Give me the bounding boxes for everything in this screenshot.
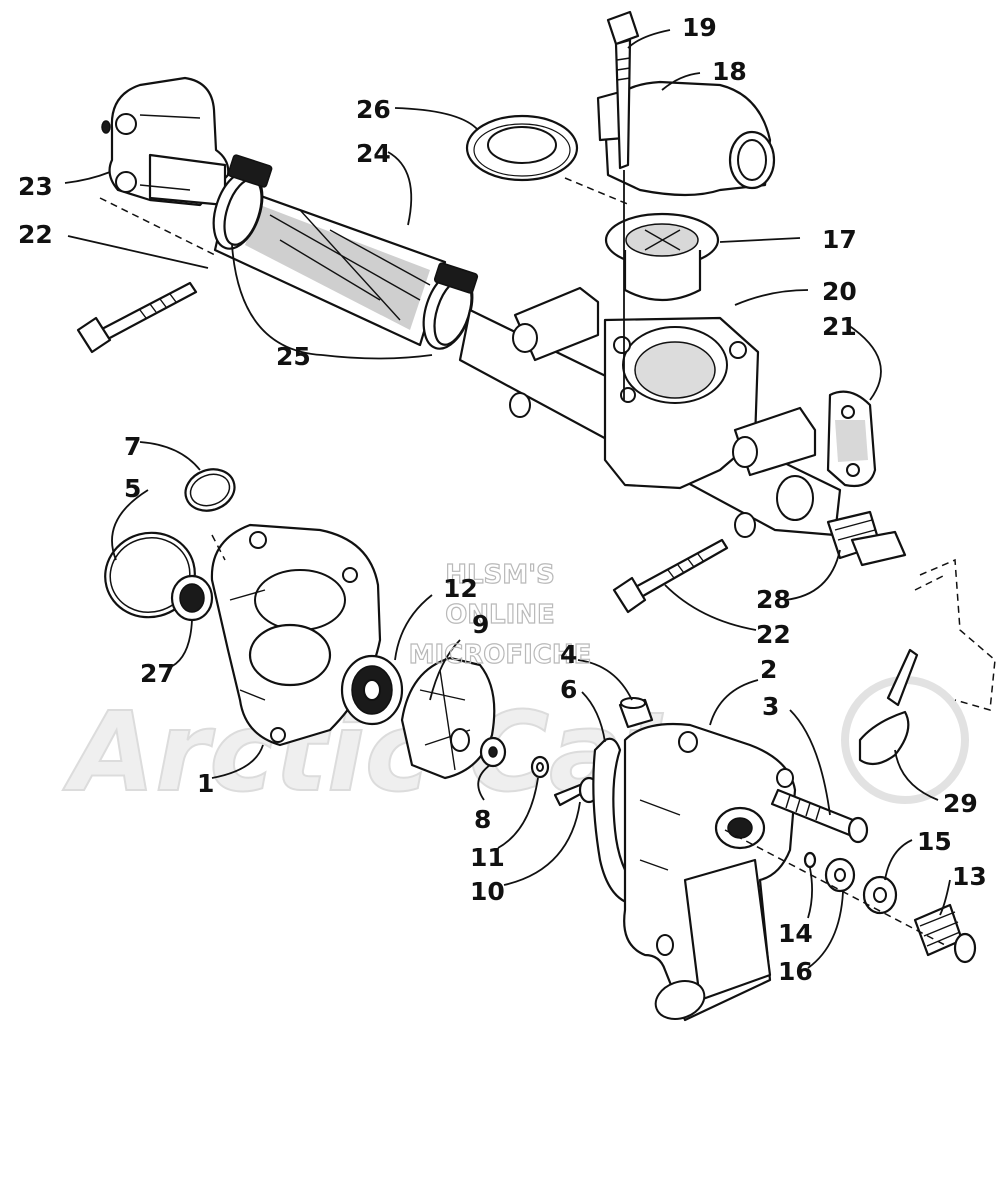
part-29-cable-tie [858,648,919,766]
watermark-line-2: ONLINE [445,600,555,630]
part-24-hose [213,183,447,347]
part-27-seal [170,574,214,622]
callout-18: 18 [712,57,747,86]
part-17-thermostat [604,212,720,302]
callout-3: 3 [762,692,779,721]
part-9-impeller [400,656,496,780]
callout-11: 11 [470,843,505,872]
part-4-dowel [618,697,654,729]
callout-2: 2 [760,655,777,684]
leader-lines [64,29,951,969]
part-15-washer [862,875,898,915]
part-21-gasket [826,390,877,488]
part-22-bolt-upper [76,281,198,354]
part-12-seal [340,654,404,726]
watermark-line-1: HLSM'S [445,560,555,590]
callout-13: 13 [952,862,987,891]
callout-labels: 19 18 26 24 23 22 25 17 20 21 7 5 27 1 1… [18,13,987,986]
part-8-washer [479,736,507,768]
part-23-elbow-fitting [101,76,230,207]
callout-6: 6 [560,675,577,704]
watermark-text: HLSM'S ONLINE MICROFICHE [408,559,592,670]
callout-10: 10 [470,877,505,906]
part-16-washer [824,857,856,893]
callout-24: 24 [356,139,391,168]
callout-22-middle: 22 [756,620,791,649]
part-3-bolt [770,788,869,844]
part-28-fitting [826,510,907,567]
callout-28: 28 [756,585,791,614]
hose-outline-dashed [914,558,996,711]
part-2-pump-cover [623,722,797,1022]
part-26-seal [465,114,579,182]
part-22-bolt-middle [612,538,729,614]
callout-1: 1 [197,769,214,798]
callout-16: 16 [778,957,813,986]
part-19-bolt [606,10,640,400]
callout-22-upper: 22 [18,220,53,249]
centre-lines-dashed [99,177,946,946]
part-7-oring [184,468,236,512]
callout-14: 14 [778,919,813,948]
callout-29: 29 [943,789,978,818]
part-14-washer [803,851,817,869]
callout-12: 12 [443,574,478,603]
callout-27: 27 [140,659,175,688]
callout-5: 5 [124,474,141,503]
part-1-pump-housing [210,523,382,747]
part-13-plug [913,903,977,964]
callout-17: 17 [822,225,857,254]
callout-20: 20 [822,277,857,306]
callout-4: 4 [560,640,577,669]
callout-23: 23 [18,172,53,201]
callout-21: 21 [822,312,857,341]
callout-9: 9 [472,610,489,639]
part-20-water-manifold [458,286,842,538]
callout-15: 15 [917,827,952,856]
callout-19: 19 [682,13,717,42]
part-18-outlet-elbow [596,80,776,197]
callout-8: 8 [474,805,491,834]
part-11-washer [530,755,550,779]
callout-25: 25 [276,342,311,371]
callout-7: 7 [124,432,141,461]
watermark-line-3: MICROFICHE [409,640,592,670]
callout-26: 26 [356,95,391,124]
